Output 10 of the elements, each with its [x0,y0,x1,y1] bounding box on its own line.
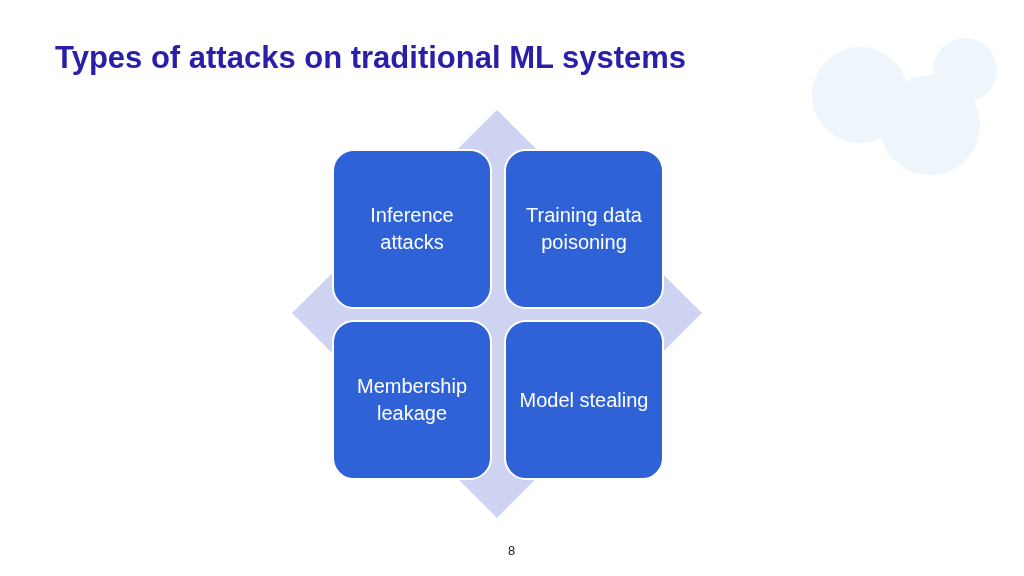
box-label: Model stealing [518,387,650,413]
box-label: Training data poisoning [525,203,643,255]
attack-type-box [332,149,492,309]
box-label: Membership leakage [355,374,468,426]
page-number: 8 [508,543,516,558]
slide-title: Types of attacks on traditional ML systems [55,40,687,76]
attack-type-box [332,320,492,480]
attack-type-box [504,320,664,480]
attack-type-box [504,149,664,309]
box-label: Inference attacks [369,203,455,255]
